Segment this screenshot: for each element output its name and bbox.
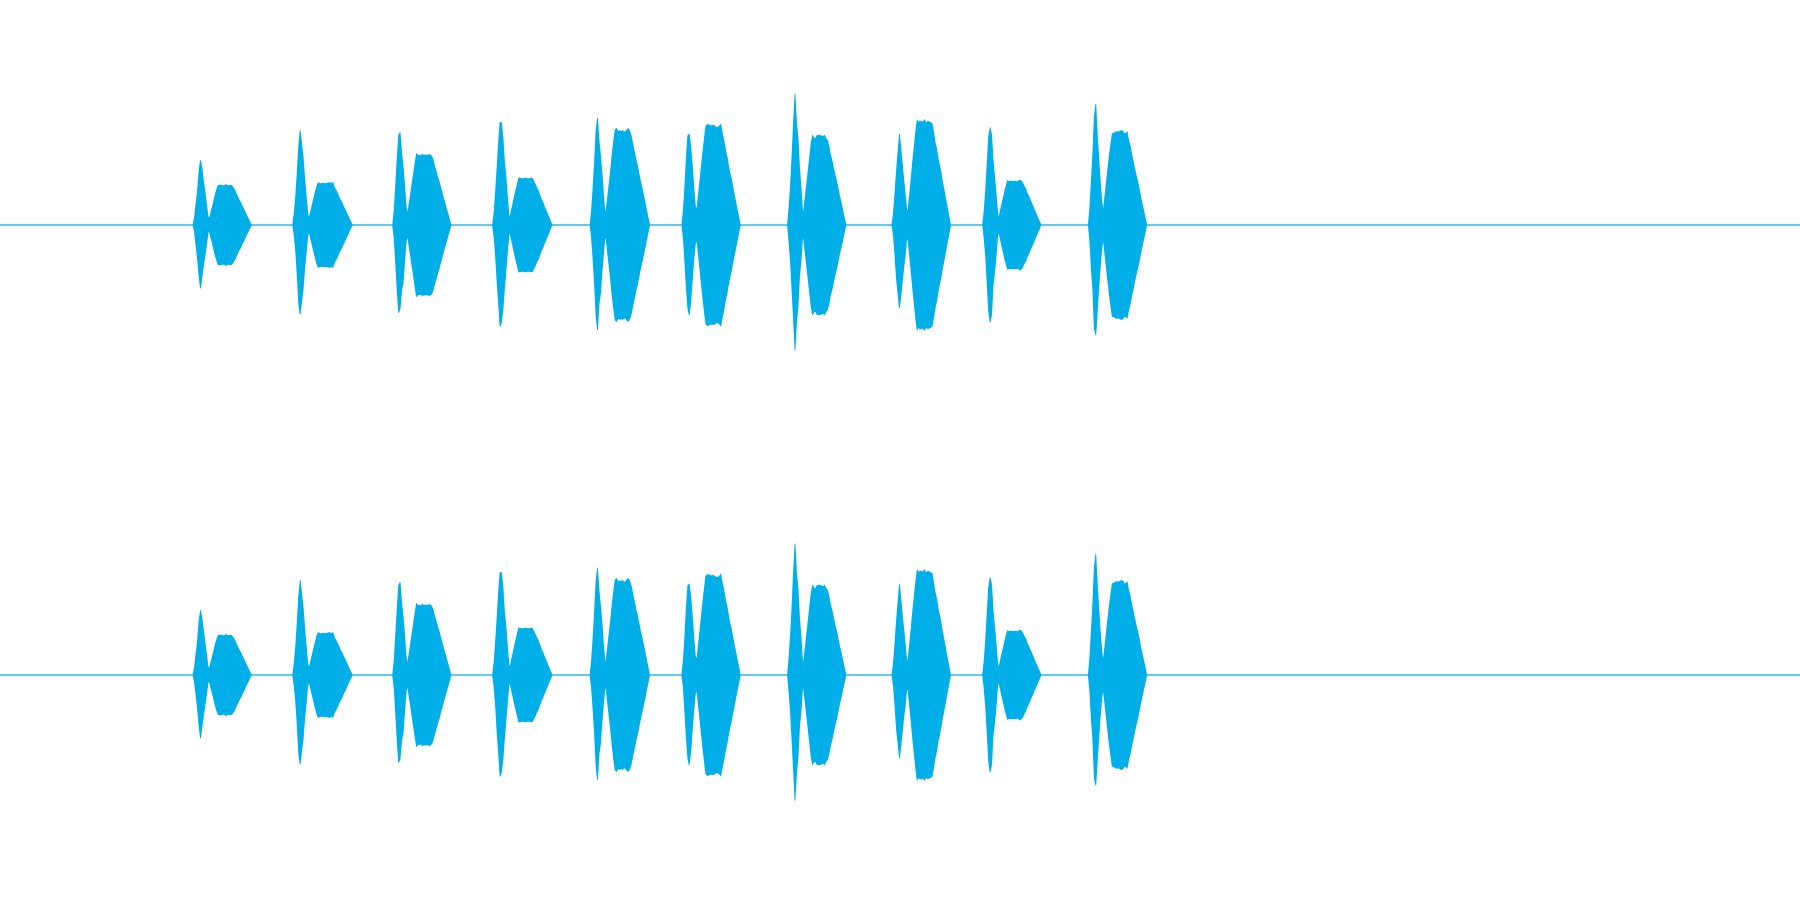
left-channel-track [0, 93, 1800, 351]
left-channel-burst-5 [589, 118, 650, 331]
right-channel-track [0, 543, 1800, 801]
right-channel-burst-4 [492, 572, 553, 777]
right-channel-burst-8 [891, 569, 952, 781]
right-channel-burst-5 [589, 568, 650, 781]
left-channel-burst-4 [492, 122, 553, 327]
left-channel-burst-6 [681, 123, 741, 327]
right-channel-burst-7 [787, 543, 847, 801]
right-channel-burst-6 [681, 573, 741, 777]
right-channel-burst-2 [292, 580, 353, 765]
right-channel-burst-1 [192, 610, 252, 739]
left-channel-burst-1 [192, 160, 252, 289]
right-channel-burst-10 [1087, 554, 1148, 786]
left-channel-burst-10 [1087, 104, 1148, 336]
left-channel-burst-9 [982, 127, 1042, 323]
right-channel-burst-3 [392, 582, 452, 763]
left-channel-burst-2 [292, 130, 353, 315]
right-channel-burst-9 [982, 577, 1042, 773]
left-channel-burst-3 [392, 132, 452, 313]
left-channel-burst-7 [787, 93, 847, 351]
left-channel-burst-8 [891, 119, 952, 331]
